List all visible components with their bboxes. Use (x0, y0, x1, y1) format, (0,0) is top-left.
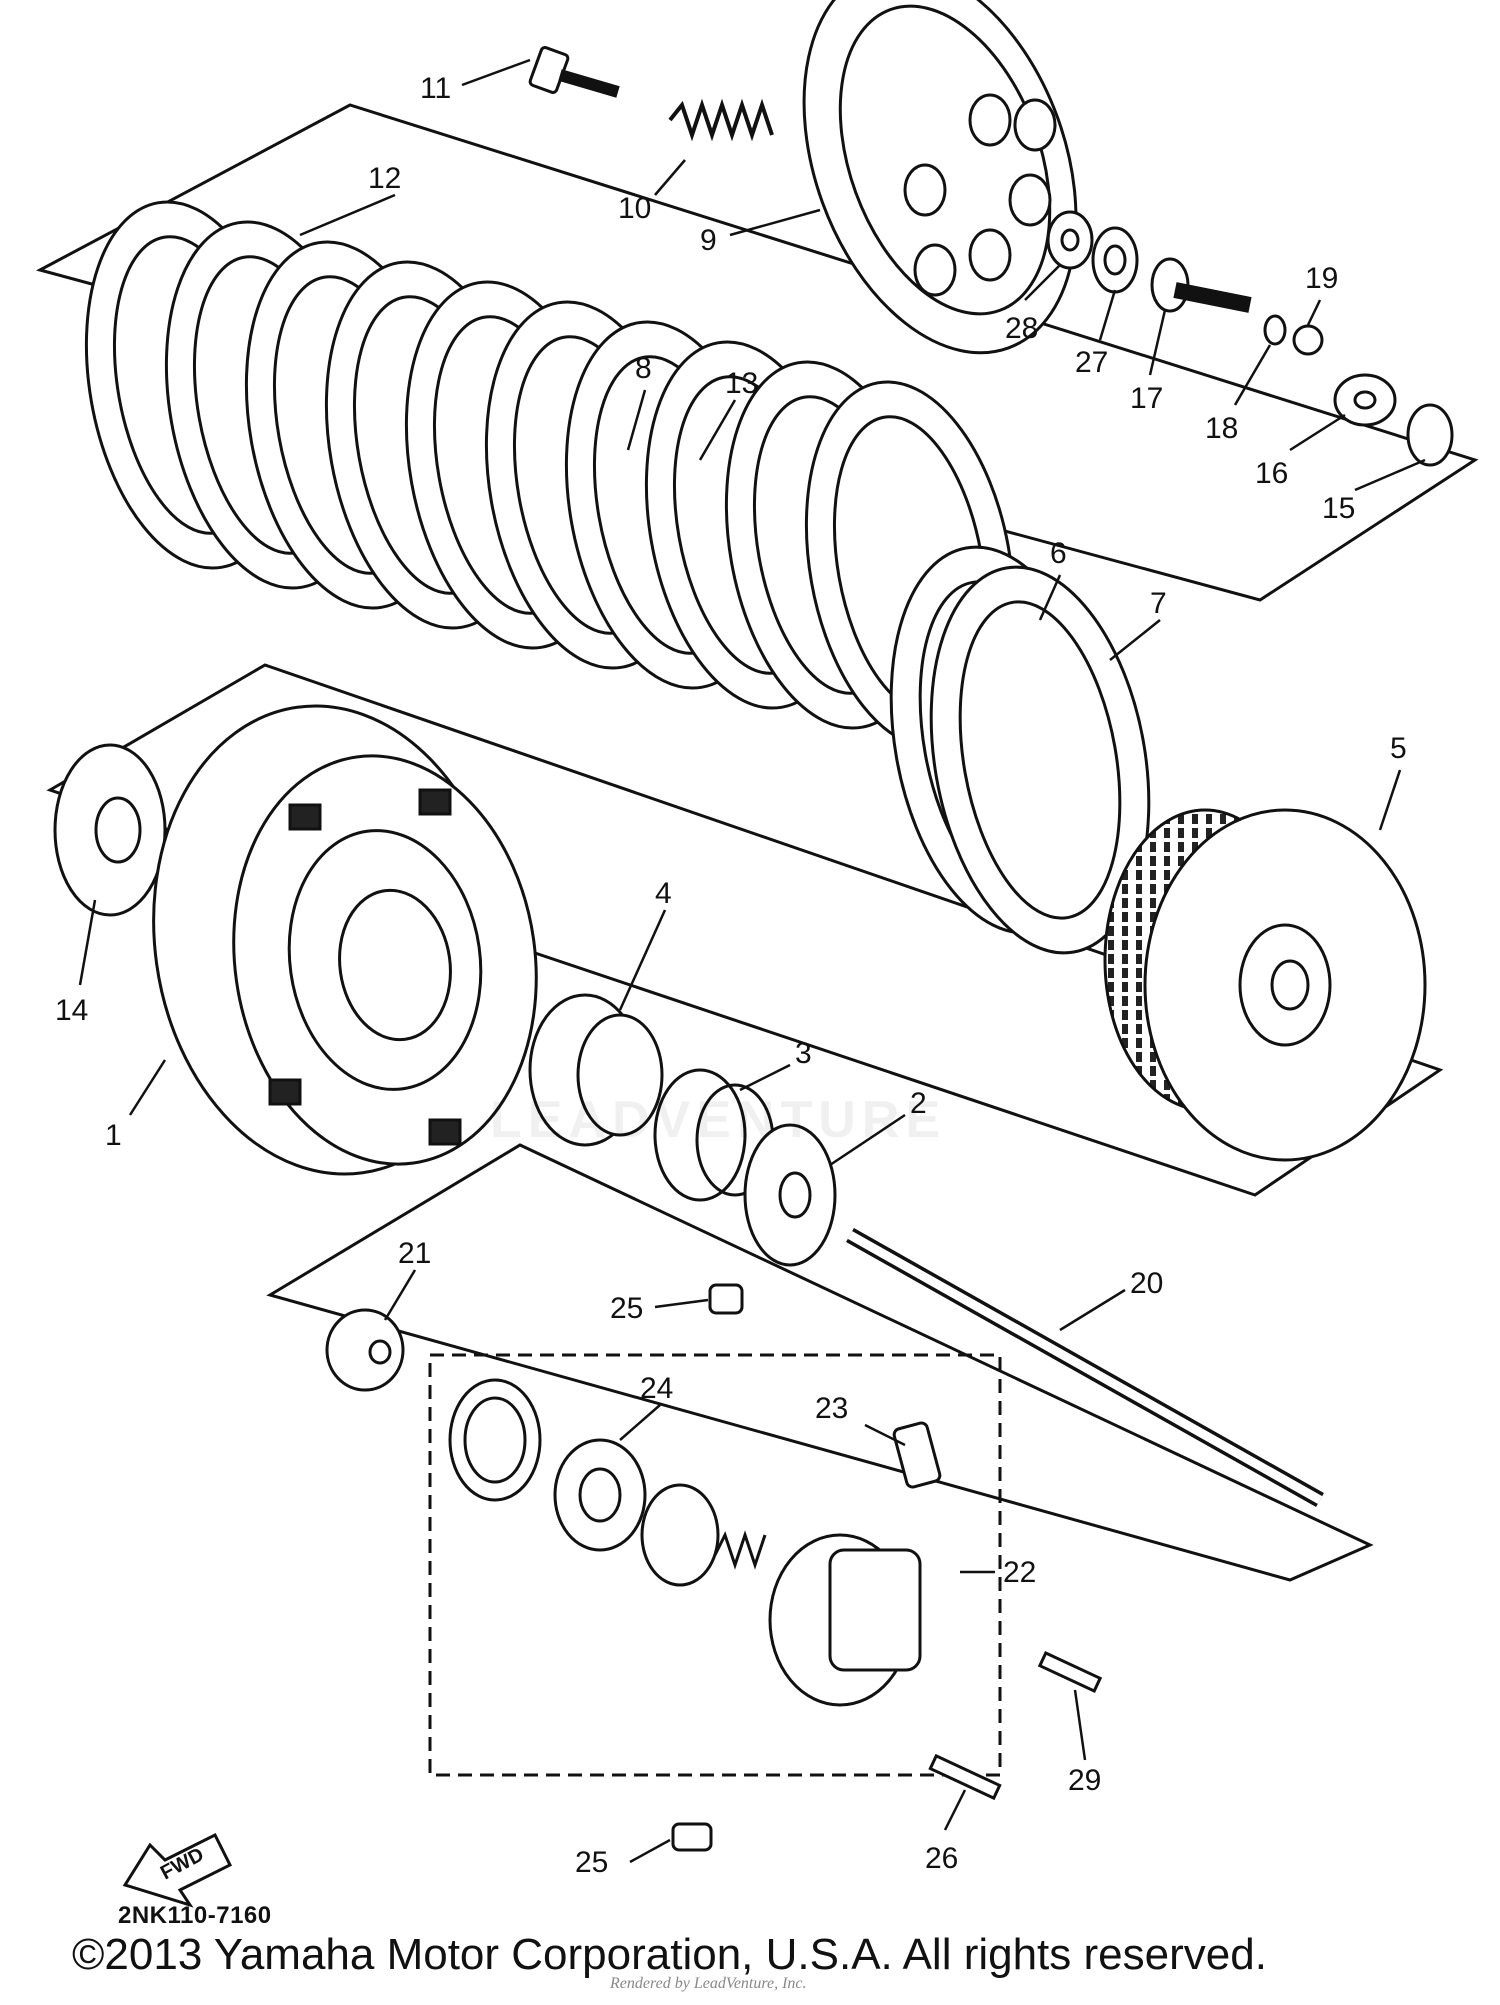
callout-15: 15 (1322, 492, 1355, 525)
callout-4: 4 (655, 877, 672, 910)
callout-27: 29 (1068, 1764, 1101, 1797)
watermark: LEADVENTURE (490, 1091, 947, 1149)
bearing-spacer-washer (528, 993, 837, 1267)
callout-8: 8 (635, 352, 652, 385)
catalog-code: 2NK110-7160 (118, 1902, 272, 1929)
callout-18: 18 (1205, 412, 1238, 445)
callout-1: 1 (105, 1119, 122, 1152)
push-rod-boundary (266, 1143, 1374, 1582)
callout-5: 5 (1390, 732, 1407, 765)
fwd-arrow-icon: FWD (122, 1832, 233, 1908)
part-10-spring (668, 98, 774, 142)
part-20-push-rod (846, 1228, 1324, 1507)
part-1-clutch-housing (152, 704, 538, 1176)
callout-7: 7 (1150, 587, 1167, 620)
callout-6: 6 (1050, 537, 1067, 570)
part-25-cap-lower (671, 1822, 713, 1852)
part-18-o-ring (1263, 314, 1287, 346)
part-23-bleed-screw (892, 1421, 942, 1489)
release-cylinder (448, 1283, 1103, 1852)
callout-12: 12 (368, 162, 401, 195)
part-14-thrust-washer (53, 743, 167, 917)
callout-29: 28 (1005, 312, 1038, 345)
callout-20: 20 (1130, 1267, 1163, 1300)
part-25-cap-upper (708, 1283, 744, 1315)
part-26-bolt (928, 1753, 1002, 1801)
callout-21: 21 (398, 1237, 431, 1270)
part-15-lock-washer (1406, 403, 1454, 467)
release-cylinder-group-box (428, 1353, 1002, 1777)
callout-26: 26 (925, 1842, 958, 1875)
callout-labels: 11 10 9 12 28 27 17 18 19 16 15 8 13 6 7… (55, 72, 1407, 1879)
callout-3: 3 (795, 1037, 812, 1070)
callout-24: 24 (640, 1372, 673, 1405)
callout-10: 10 (618, 192, 651, 225)
callout-9: 9 (700, 224, 717, 257)
callout-16: 16 (1255, 457, 1288, 490)
rendered-by-note: Rendered by LeadVenture, Inc. (610, 1975, 807, 1992)
leader-lines (78, 58, 1426, 1864)
part-5-primary-gear (1103, 808, 1427, 1162)
callout-22: 22 (1003, 1556, 1036, 1589)
callout-11: 11 (420, 72, 451, 105)
part-21-oil-seal (325, 1308, 405, 1392)
clutch-housing-boundary (46, 663, 1444, 1197)
callout-13: 13 (725, 367, 758, 400)
callout-28: 27 (1075, 346, 1108, 379)
callout-25-lower: 25 (575, 1846, 608, 1879)
part-9-pressure-plate (802, 0, 1078, 355)
callout-23: 23 (815, 1392, 848, 1425)
copyright-notice: ©2013 Yamaha Motor Corporation, U.S.A. A… (72, 1930, 1267, 1979)
part-11-bolt (528, 46, 620, 98)
callout-25-upper: 25 (610, 1292, 643, 1325)
callout-2: 2 (910, 1087, 927, 1120)
part-3-spacer (653, 1068, 747, 1202)
callout-14: 14 (55, 994, 88, 1027)
small-hardware (1046, 210, 1454, 467)
callout-19: 19 (1305, 262, 1338, 295)
part-27-bolt (1037, 1650, 1103, 1694)
callout-17: 17 (1130, 382, 1163, 415)
part-19-ball (1292, 324, 1324, 356)
clutch-plate-stack (84, 200, 1151, 955)
